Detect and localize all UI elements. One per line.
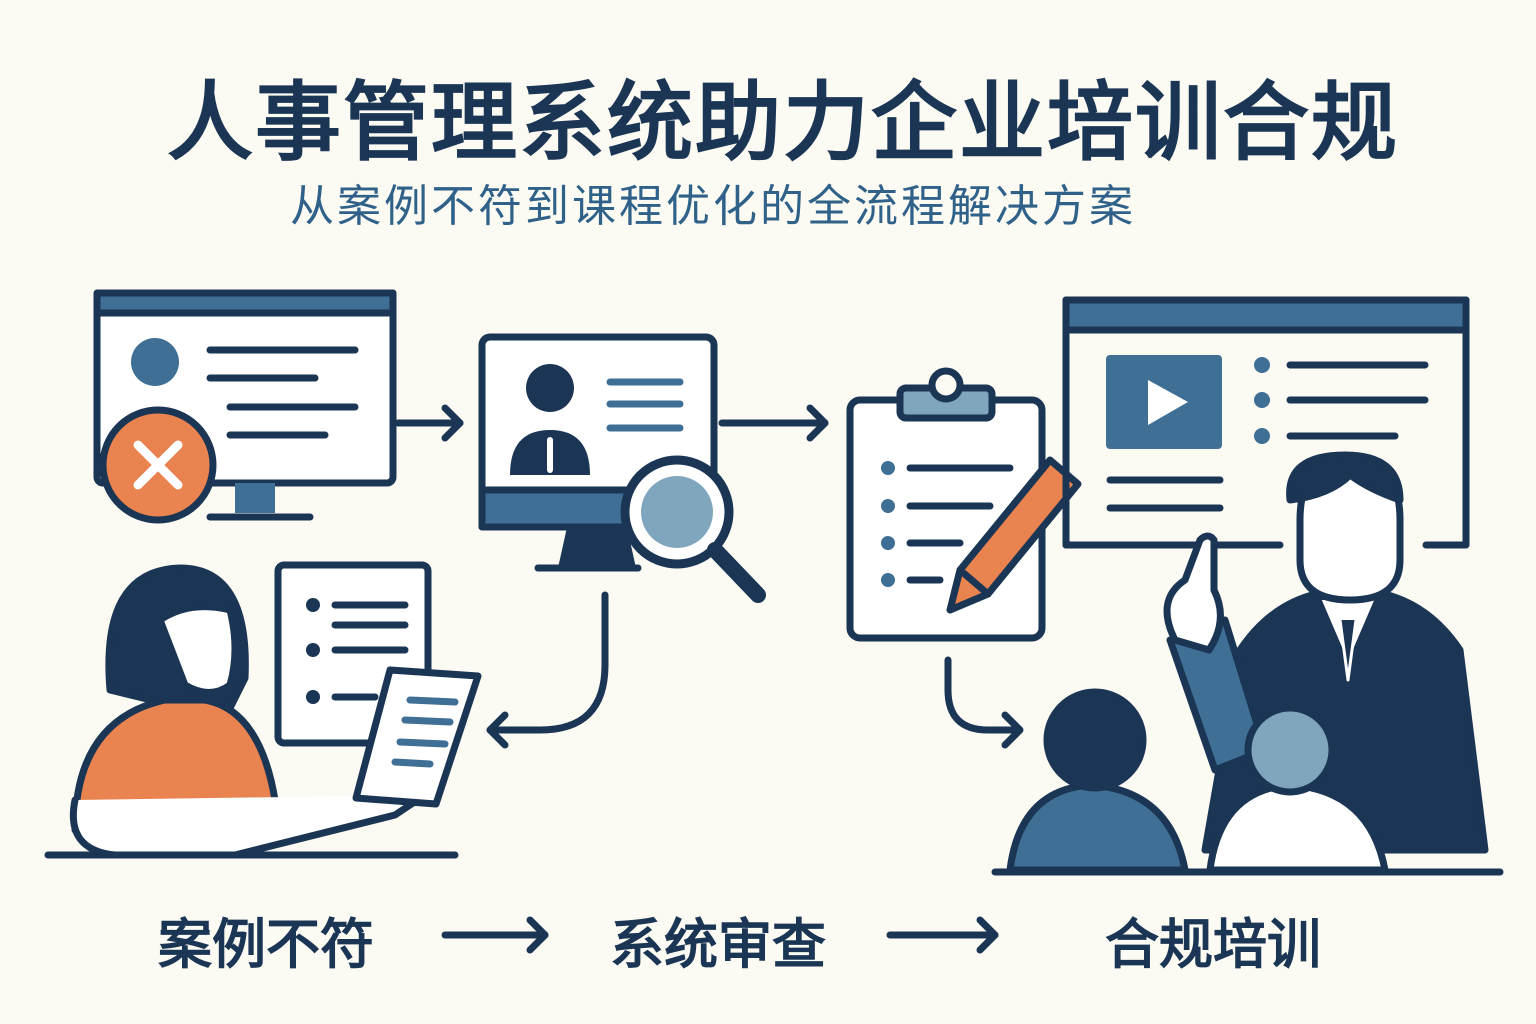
step-label-system-review: 系统审查	[610, 913, 826, 976]
document-in-hand-icon	[352, 666, 482, 808]
arrow-right-icon	[718, 404, 829, 442]
play-icon	[1148, 380, 1188, 425]
arrow-down-left-icon	[486, 591, 609, 749]
arrow-down-right-icon	[944, 656, 1024, 749]
error-monitor-icon	[93, 289, 397, 524]
arrow-right-icon	[394, 404, 464, 442]
step-arrow-icon	[886, 916, 999, 954]
step-arrow-icon	[441, 916, 549, 954]
video-screen-icon	[1062, 296, 1470, 549]
page-subtitle: 从案例不符到课程优化的全流程解决方案	[290, 181, 1136, 232]
audience-figure	[1006, 688, 1389, 874]
pencil-icon	[946, 456, 1082, 614]
clipboard-checklist-icon	[846, 367, 1082, 642]
page-title: 人事管理系统助力企业培训合规	[167, 73, 1399, 173]
employee-figure	[44, 561, 482, 859]
step-label-compliance-training: 合规培训	[1105, 913, 1321, 976]
step-label-case-mismatch: 案例不符	[158, 913, 374, 976]
review-monitor-icon	[478, 333, 766, 603]
magnifier-icon	[620, 455, 766, 603]
